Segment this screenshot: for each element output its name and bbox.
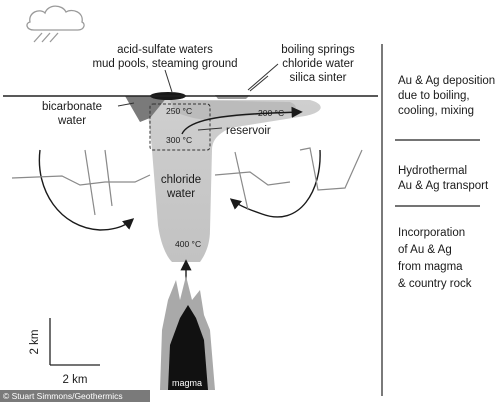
deposition-line-3: cooling, mixing: [398, 105, 474, 117]
label-temp-300: 300 °C: [166, 135, 192, 145]
incorporation-line-1: Incorporation: [398, 227, 465, 239]
pointer-lines: [117, 63, 279, 131]
label-acid-sulfate: acid-sulfate waters: [117, 44, 213, 56]
transport-line-2: Au & Ag transport: [398, 180, 489, 192]
scale-bar: [49, 318, 100, 366]
panel-incorporation: Incorporation of Au & Ag from magma & co…: [398, 227, 472, 290]
reservoir-box: [149, 103, 211, 151]
label-chloride-water-top: chloride water: [282, 58, 354, 70]
label-chloride-water: water: [166, 188, 195, 200]
label-magma: magma: [172, 378, 202, 388]
chloride-plume: [148, 100, 321, 262]
incorporation-line-4: & country rock: [398, 278, 472, 290]
label-bicarbonate-water: water: [57, 115, 86, 127]
bicarbonate-wedge: [125, 96, 168, 122]
side-panel-lines: [381, 44, 480, 396]
panel-transport: Hydrothermal Au & Ag transport: [398, 165, 489, 192]
rain-cloud-icon: [26, 5, 85, 43]
fault-lines: [11, 147, 363, 216]
label-mud-pools: mud pools, steaming ground: [92, 58, 237, 70]
label-silica-sinter: silica sinter: [290, 72, 347, 84]
deposition-line-1: Au & Ag deposition: [398, 75, 495, 87]
label-bicarbonate: bicarbonate: [42, 101, 102, 113]
panel-deposition: Au & Ag deposition due to boiling, cooli…: [398, 75, 495, 117]
transport-line-1: Hydrothermal: [398, 165, 467, 177]
magma-chamber: [168, 305, 208, 390]
label-temp-200: 200 °C: [258, 108, 284, 118]
label-reservoir: reservoir: [226, 125, 271, 137]
image-credit: © Stuart Simmons/Geothermics: [3, 391, 123, 401]
label-scale-vertical: 2 km: [29, 330, 41, 355]
incorporation-line-3: from magma: [398, 261, 463, 273]
deposition-line-2: due to boiling,: [398, 90, 470, 102]
credit-background: [0, 390, 150, 402]
label-temp-250: 250 °C: [166, 106, 192, 116]
label-chloride: chloride: [161, 174, 201, 186]
label-scale-horizontal: 2 km: [63, 374, 88, 386]
incorporation-line-2: of Au & Ag: [398, 244, 452, 256]
label-boiling-springs: boiling springs: [281, 44, 355, 56]
label-temp-400: 400 °C: [175, 239, 201, 249]
outflow-core: [170, 100, 296, 120]
